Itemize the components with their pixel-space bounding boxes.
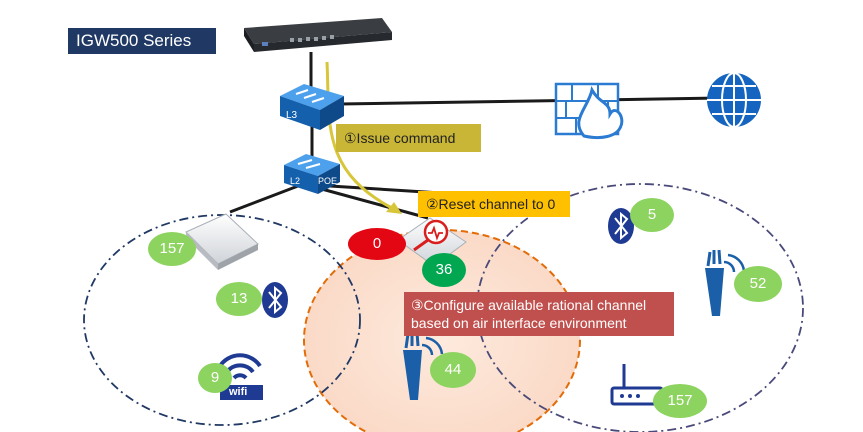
gateway-device-icon <box>244 18 392 52</box>
antenna-right-icon <box>705 249 746 316</box>
badge-bluetooth-left <box>216 282 262 316</box>
poe-label: POE <box>318 176 338 186</box>
antenna-center-icon <box>403 331 444 400</box>
channel-antenna-right: 52 <box>749 275 767 292</box>
channel-wifi-left: 9 <box>210 369 220 386</box>
link-l2-ap-left <box>229 184 299 214</box>
badge-antenna-right <box>734 266 782 302</box>
badge-router-right <box>653 384 707 418</box>
l2-poe-switch-icon <box>284 154 340 194</box>
channel-bluetooth-left: 13 <box>230 290 248 307</box>
step-configure-channel: ③Configure available rational channel ba… <box>404 292 674 336</box>
command-flow-arrowhead <box>386 202 402 214</box>
badge-ap-center-old <box>348 228 406 260</box>
l3-label: L3 <box>286 110 298 121</box>
step-issue-command: ①Issue command <box>336 124 481 152</box>
command-flow-arrow <box>325 61 393 210</box>
coverage-left <box>83 214 361 426</box>
access-point-left-icon <box>185 213 259 270</box>
channel-ap-center-new: 36 <box>435 261 453 278</box>
bluetooth-left-icon <box>262 282 288 318</box>
l2-label: L2 <box>290 176 301 186</box>
channel-ap-left: 157 <box>159 240 185 257</box>
l3-switch-icon <box>280 84 344 130</box>
channel-ap-center-old: 0 <box>372 235 382 252</box>
router-right-icon <box>610 364 664 406</box>
channel-router-right: 157 <box>667 392 693 409</box>
internet-globe-icon <box>707 72 761 128</box>
product-title: IGW500 Series <box>68 28 216 54</box>
badge-bluetooth-right <box>630 198 674 232</box>
link-l2-ap-center <box>317 186 429 220</box>
step-reset-channel: ②Reset channel to 0 <box>418 191 570 217</box>
wifi-label: wifi <box>229 386 248 398</box>
badge-antenna-center <box>430 352 476 388</box>
badge-wifi-left <box>198 363 232 393</box>
badge-ap-center-new <box>422 253 466 287</box>
channel-antenna-center: 44 <box>444 361 462 378</box>
link-l3-internet <box>339 96 721 106</box>
bluetooth-right-icon <box>608 208 634 244</box>
firewall-icon <box>554 82 624 140</box>
badge-ap-left <box>148 232 196 266</box>
channel-bluetooth-right: 5 <box>647 206 657 223</box>
coverage-right <box>476 183 804 432</box>
